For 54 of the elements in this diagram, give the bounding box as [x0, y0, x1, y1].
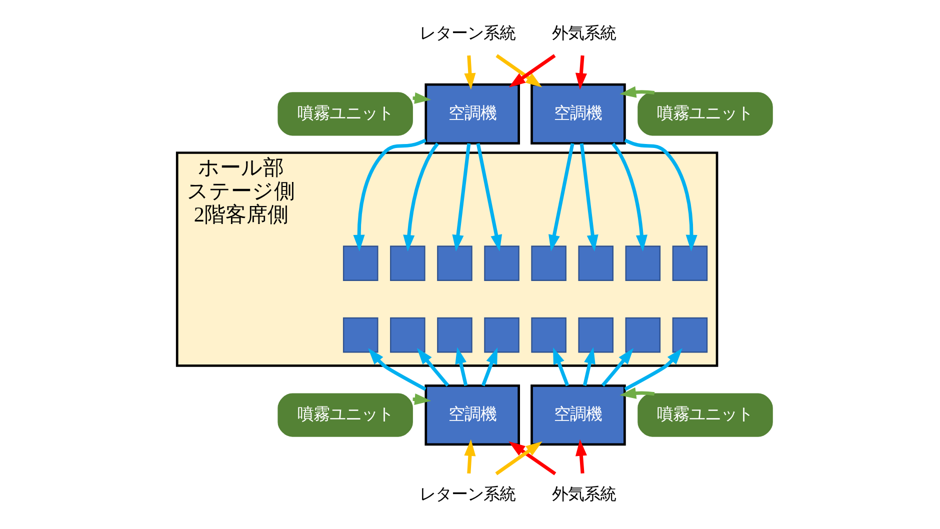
arrow [624, 138, 698, 252]
arrow [452, 143, 471, 252]
arrow [580, 143, 598, 252]
node-box: 噴霧ユニット [638, 393, 773, 437]
arrow [620, 387, 655, 399]
arrow [495, 441, 542, 476]
arrow [548, 143, 574, 252]
node-box: 噴霧ユニット [638, 92, 773, 136]
arrow [476, 143, 502, 252]
node-box [531, 246, 566, 281]
node-box [342, 246, 378, 281]
arrow [403, 142, 439, 252]
arrow [575, 55, 587, 90]
node-box [625, 317, 661, 353]
arrow [481, 347, 498, 386]
arrow [553, 347, 570, 386]
arrow [464, 55, 476, 90]
node-box [390, 317, 426, 353]
node-text: レターン系統 [420, 23, 516, 42]
arrow [508, 54, 556, 88]
node-box: 空調機 [424, 384, 520, 446]
node-box [437, 317, 472, 353]
arrow [612, 142, 648, 252]
arrow [508, 441, 556, 476]
node-box [342, 317, 378, 353]
node-box [437, 246, 472, 281]
arrow [582, 347, 596, 386]
node-box [672, 317, 708, 353]
node-box [484, 317, 520, 353]
node-box: 空調機 [530, 384, 626, 446]
node-box [531, 317, 566, 353]
arrow [353, 138, 426, 252]
node-box [390, 246, 426, 281]
arrow [464, 439, 476, 474]
node-box: 空調機 [424, 83, 520, 145]
arrow [620, 86, 655, 98]
arrow [496, 54, 542, 88]
arrow [455, 347, 468, 386]
node-box: 噴霧ユニット [278, 92, 413, 136]
node-box [672, 246, 708, 281]
arrow [624, 348, 682, 391]
arrow [416, 348, 450, 387]
node-box [625, 246, 661, 281]
node-text: レターン系統 [420, 484, 516, 504]
node-box [578, 246, 614, 281]
node-text: 外気系統 [552, 23, 616, 42]
arrow [575, 439, 587, 474]
node-text: 外気系統 [552, 484, 616, 504]
node-box [484, 246, 520, 281]
node-box: 空調機 [530, 83, 626, 145]
node-box [578, 317, 614, 353]
arrow [368, 348, 426, 391]
arrow [601, 348, 634, 387]
node-box: 噴霧ユニット [278, 393, 413, 437]
